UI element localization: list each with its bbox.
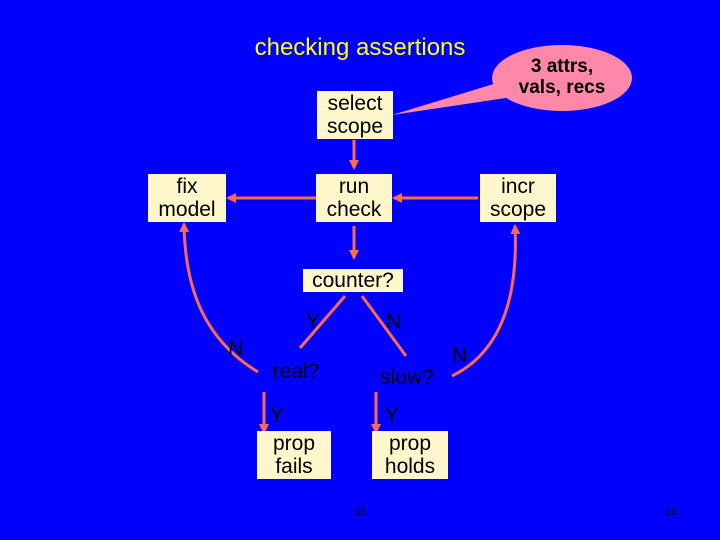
page-number-corner: 16 <box>666 507 678 518</box>
label-real-no: N <box>228 337 244 360</box>
node-incr-scope: incr scope <box>480 174 556 222</box>
node-select-scope: select scope <box>317 91 393 139</box>
node-prop-fails: prop fails <box>257 431 331 479</box>
arrow-real-to-fix <box>179 222 259 374</box>
label-counter-yes: Y <box>306 310 321 333</box>
node-fix-model: fix model <box>148 174 226 222</box>
arrow-slow-to-incr <box>451 224 521 378</box>
node-run-check: run check <box>316 174 392 222</box>
page-number-center: 16 <box>355 507 367 518</box>
label-slow-yes: Y <box>385 404 400 427</box>
label-counter-no: N <box>386 310 402 333</box>
node-counter: counter? <box>303 269 403 292</box>
line-counter-to-slow <box>360 295 408 357</box>
line-counter-to-real <box>298 295 347 349</box>
node-slow: slow? <box>380 366 434 389</box>
node-prop-holds: prop holds <box>372 431 448 479</box>
callout-pointer <box>392 82 506 115</box>
callout-text: 3 attrs, vals, recs <box>518 56 606 98</box>
callout-bubble <box>492 45 632 111</box>
node-real: real? <box>272 360 320 383</box>
slide-title: checking assertions <box>254 34 466 61</box>
label-slow-no: N <box>452 344 468 367</box>
label-real-yes: Y <box>270 404 285 427</box>
